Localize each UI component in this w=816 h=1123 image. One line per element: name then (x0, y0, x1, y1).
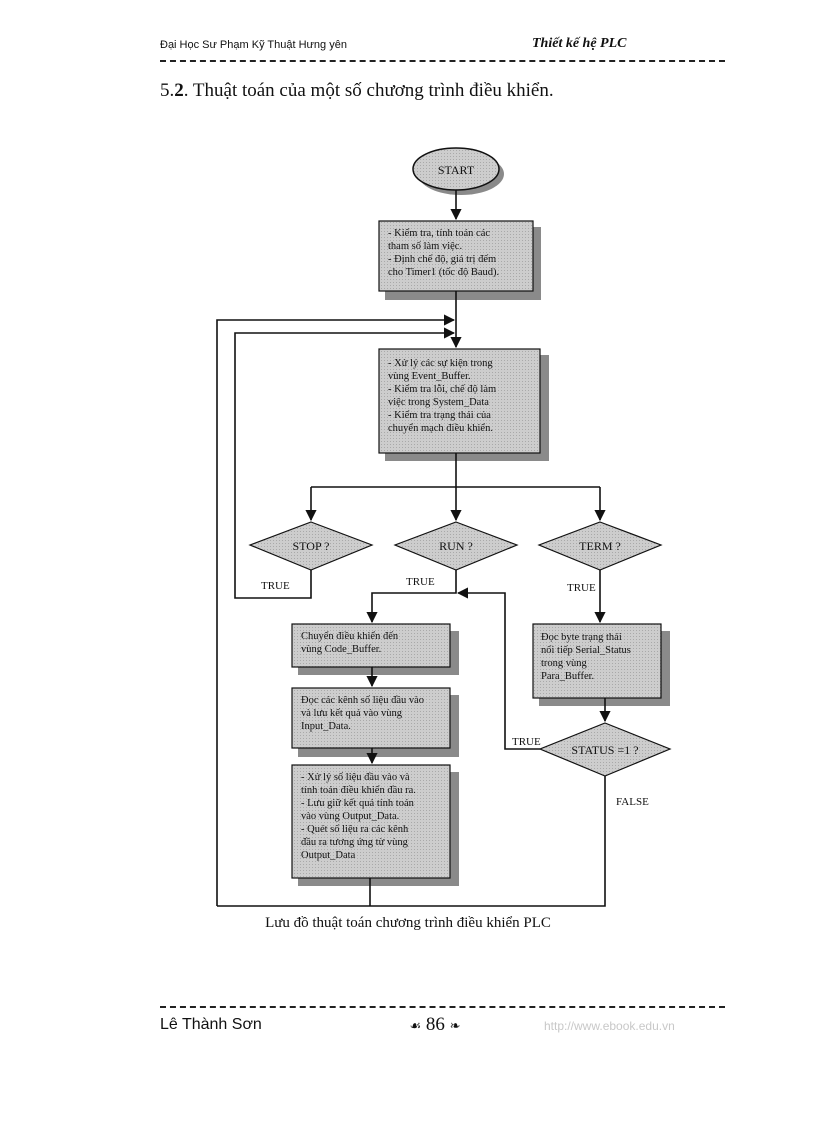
section-title: . Thuật toán của một số chương trình điề… (183, 80, 554, 101)
init-line: tham số làm việc. (388, 241, 463, 252)
output-line: vào vùng Output_Data. (301, 811, 400, 822)
input-line: Đọc các kênh số liệu đầu vào (301, 695, 425, 706)
init-line: - Kiểm tra, tính toán các (388, 228, 491, 239)
event-box (378, 348, 541, 454)
output-line: - Quét số liệu ra các kênh (301, 824, 409, 835)
status-label: STATUS =1 ? (571, 743, 638, 757)
section-number-bold: 2 (174, 80, 184, 101)
start-label: START (438, 163, 475, 177)
input-line: Input_Data. (301, 721, 351, 732)
output-box (291, 764, 451, 879)
serial-line: Para_Buffer. (541, 671, 595, 682)
init-line: cho Timer1 (tốc độ Baud). (388, 267, 500, 278)
true-run-label: TRUE (406, 576, 435, 588)
event-line: vùng Event_Buffer. (388, 371, 471, 382)
event-line: chuyển mạch điều khiển. (388, 423, 493, 434)
event-line: - Kiểm tra trạng thái của (388, 410, 491, 421)
footer-url: http://www.ebook.edu.vn (544, 1019, 675, 1033)
output-line: tính toán điều khiển đầu ra. (301, 785, 416, 796)
input-line: và lưu kết quả vào vùng (301, 708, 403, 719)
output-line: đầu ra tương ứng từ vùng (301, 837, 408, 848)
input-box-text: Đọc các kênh số liệu đầu vào và lưu kết … (301, 694, 447, 733)
serial-box-text: Đọc byte trạng thái nối tiếp Serial_Stat… (541, 631, 659, 683)
footer-page: ☙ 86 ❧ (380, 1014, 490, 1036)
code-line: vùng Code_Buffer. (301, 644, 382, 655)
term-label: TERM ? (579, 539, 621, 553)
output-line: - Xử lý số liệu đầu vào và (301, 772, 410, 783)
code-box (291, 623, 451, 668)
init-line: - Định chế độ, giá trị đếm (388, 254, 497, 265)
code-box-text: Chuyển điều khiển đến vùng Code_Buffer. (301, 630, 447, 656)
figure-caption: Lưu đồ thuật toán chương trình điều khiể… (265, 915, 551, 931)
true-term-label: TRUE (567, 582, 596, 594)
false-status-label: FALSE (616, 796, 649, 808)
header-title: Thiết kế hệ PLC (532, 36, 627, 51)
output-line: Output_Data (301, 850, 356, 861)
init-box-text: - Kiểm tra, tính toán các tham số làm vi… (388, 227, 530, 279)
event-line: việc trong System_Data (388, 397, 489, 408)
header-rule (160, 60, 725, 62)
section-heading: 5.2. Thuật toán của một số chương trình … (160, 80, 554, 102)
init-box (378, 220, 534, 292)
section-number: 5. (160, 80, 175, 101)
serial-box (532, 623, 662, 699)
serial-line: Đọc byte trạng thái (541, 632, 622, 643)
footer-author: Lê Thành Sơn (160, 1016, 262, 1033)
true-status-label: TRUE (512, 736, 541, 748)
serial-line: nối tiếp Serial_Status (541, 645, 631, 656)
event-line: - Kiểm tra lỗi, chế độ làm (388, 384, 497, 395)
output-line: - Lưu giữ kết quả tính toán (301, 798, 414, 809)
stop-label: STOP ? (292, 539, 329, 553)
output-box-text: - Xử lý số liệu đầu vào và tính toán điề… (301, 771, 447, 862)
ornament-left-icon: ☙ (409, 1018, 422, 1033)
input-box (291, 687, 451, 749)
true-stop-label: TRUE (261, 580, 290, 592)
event-line: - Xử lý các sự kiện trong (388, 358, 493, 369)
ornament-right-icon: ❧ (449, 1018, 461, 1033)
footer-rule (160, 1006, 725, 1008)
page-number: 86 (425, 1014, 445, 1035)
run-label: RUN ? (439, 539, 473, 553)
serial-line: trong vùng (541, 658, 587, 669)
code-line: Chuyển điều khiển đến (301, 631, 399, 642)
header-school: Đại Học Sư Phạm Kỹ Thuật Hưng yên (160, 39, 347, 51)
event-box-text: - Xử lý các sự kiện trong vùng Event_Buf… (388, 357, 538, 435)
